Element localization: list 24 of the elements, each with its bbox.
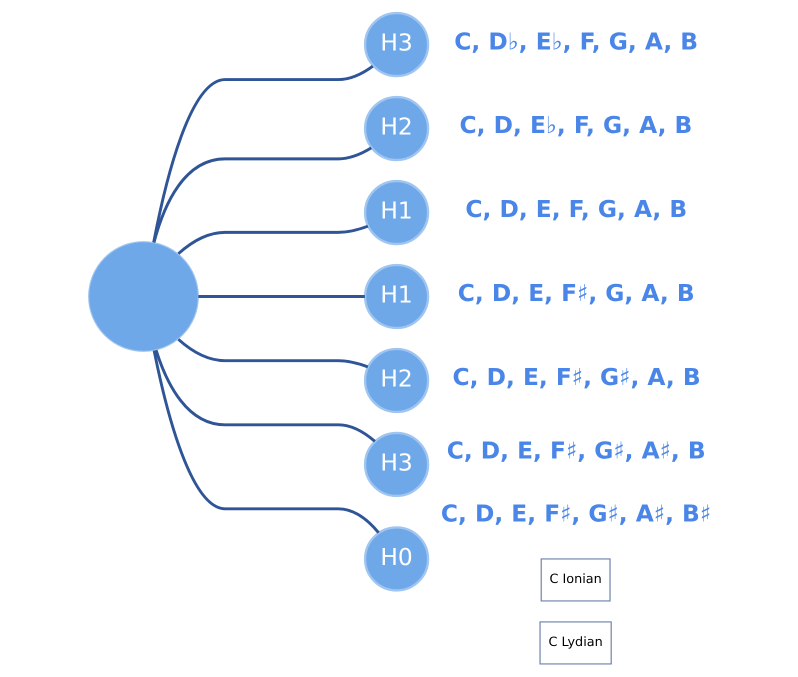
node-label: C, D, E, F♯, G♯, A♯, B bbox=[446, 438, 706, 465]
node-circle: H3 bbox=[363, 12, 429, 78]
node-box: C Ionian bbox=[540, 558, 610, 602]
node-circle: H2 bbox=[363, 348, 429, 414]
node-circle: H1 bbox=[363, 180, 429, 246]
node-label: C, D, E, F♯, G♯, A♯, B♯ bbox=[440, 500, 711, 528]
connector bbox=[176, 338, 368, 368]
node-circle bbox=[88, 241, 198, 352]
connector bbox=[152, 350, 380, 534]
connector bbox=[198, 295, 364, 298]
node-circle: H2 bbox=[363, 96, 429, 162]
connector bbox=[176, 224, 368, 255]
node-circle: H3 bbox=[363, 432, 429, 498]
node-label: C, D, E, F♯, G, A, B bbox=[457, 280, 694, 308]
node-circle: H0 bbox=[363, 526, 429, 592]
node-label: C, D, E♭, F, G, A, B bbox=[459, 112, 692, 140]
node-label: C, D, E, F♯, G♯, A, B bbox=[452, 364, 700, 392]
connector bbox=[152, 146, 372, 243]
connector bbox=[154, 350, 376, 442]
node-box: C Lydian bbox=[538, 621, 612, 664]
connector bbox=[152, 64, 374, 243]
node-label: C, D♭, E♭, F, G, A, B bbox=[454, 28, 698, 56]
node-label: C, D, E, F, G, A, B bbox=[464, 196, 687, 224]
node-circle: H1 bbox=[363, 264, 429, 330]
